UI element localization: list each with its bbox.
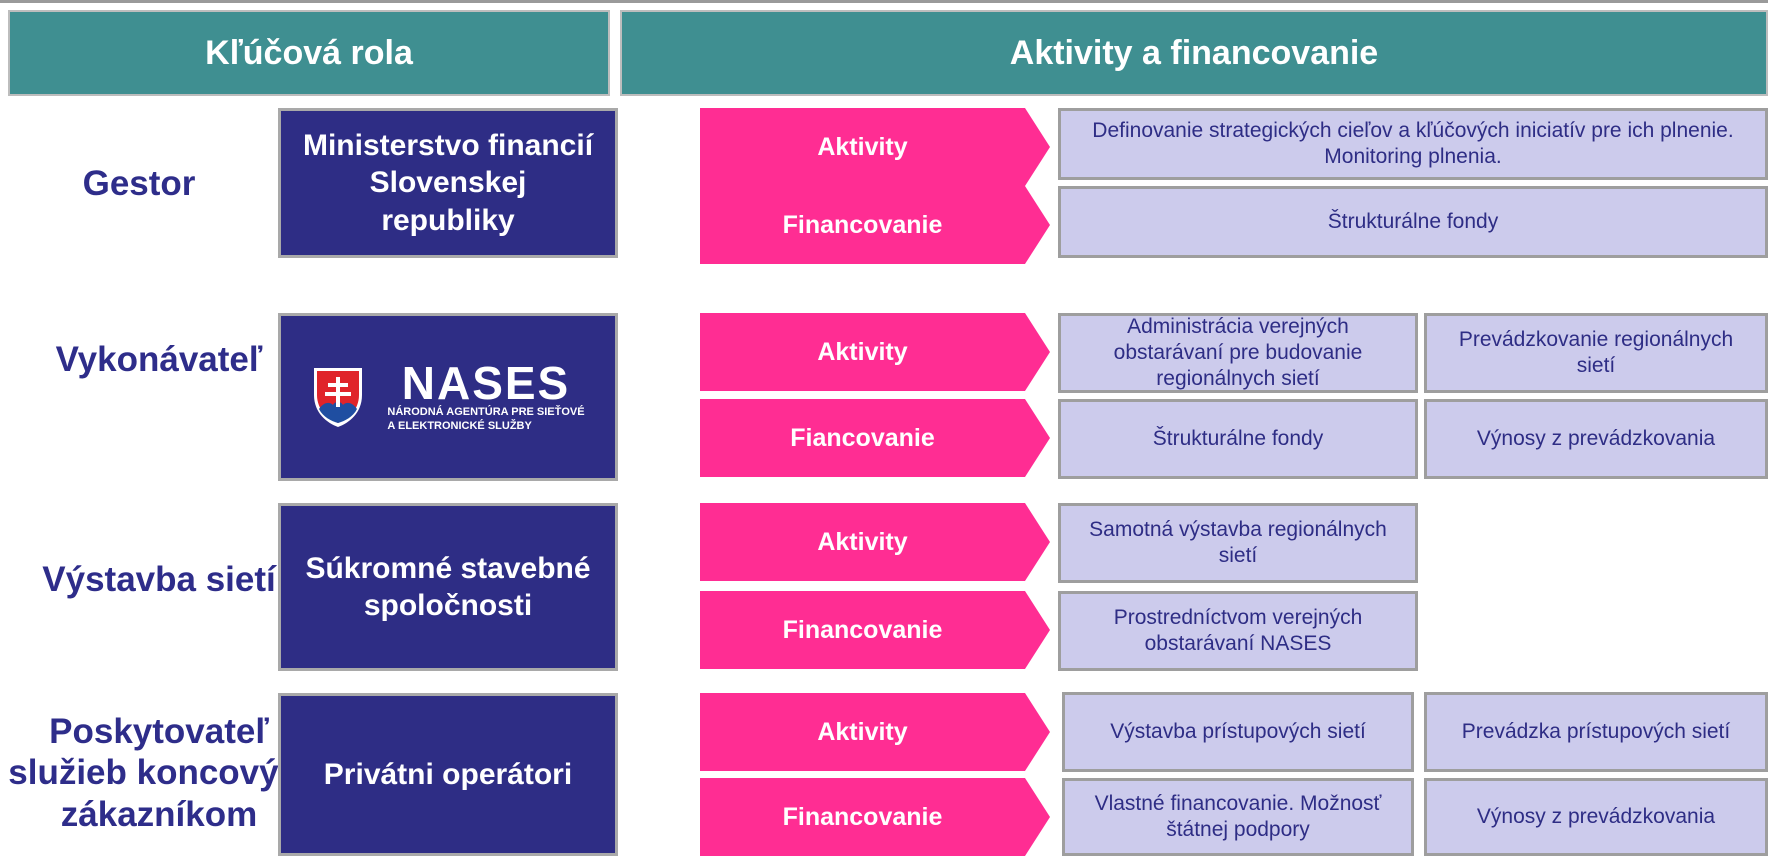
role-gestor: Gestor bbox=[0, 110, 278, 257]
arrow-shape bbox=[700, 108, 1050, 186]
org-label: Ministerstvo financií Slovenskej republi… bbox=[302, 128, 594, 237]
box-aktivity: Prevádzkovanie regionálnych sietí bbox=[1424, 313, 1768, 393]
box-financovanie: Štrukturálne fondy bbox=[1058, 186, 1768, 258]
box-text: Prostredníctvom verejných obstarávaní NA… bbox=[1113, 605, 1363, 655]
arrow-aktivity: Aktivity bbox=[700, 313, 1050, 391]
arrow-aktivity: Aktivity bbox=[700, 108, 1050, 186]
box-aktivity: Definovanie strategických cieľov a kľúčo… bbox=[1058, 108, 1768, 180]
box-aktivity: Administrácia verejných obstarávaní pre … bbox=[1058, 313, 1418, 393]
arrow-aktivity: Aktivity bbox=[700, 503, 1050, 581]
arrow-label: Fiancovanie bbox=[790, 423, 935, 452]
org-stavebne: Súkromné stavebné spoločnosti bbox=[278, 503, 618, 671]
arrow-label: Aktivity bbox=[817, 337, 908, 366]
box-text: Vlastné financovanie. Možnosť štátnej po… bbox=[1094, 791, 1382, 841]
arrow-shape bbox=[700, 693, 1050, 771]
box-text: Prevádzkovanie regionálnych sietí bbox=[1458, 327, 1734, 377]
nases-line1: NÁRODNÁ AGENTÚRA PRE SIEŤOVÉ bbox=[387, 406, 585, 419]
arrow-shape bbox=[700, 591, 1050, 669]
arrow-label: Aktivity bbox=[817, 717, 908, 746]
role-vystavba: Výstavba sietí bbox=[0, 520, 318, 640]
org-nases: NASES NÁRODNÁ AGENTÚRA PRE SIEŤOVÉ A ELE… bbox=[278, 313, 618, 481]
box-text: Prevádzka prístupových sietí bbox=[1461, 719, 1731, 743]
box-aktivity: Výstavba prístupových sietí bbox=[1062, 692, 1414, 772]
role-label: Gestor bbox=[82, 163, 196, 203]
nases-line2: A ELEKTRONICKÉ SLUŽBY bbox=[387, 420, 532, 432]
box-financovanie: Vlastné financovanie. Možnosť štátnej po… bbox=[1062, 778, 1414, 856]
arrow-financovanie: Fiancovanie bbox=[700, 399, 1050, 477]
nases-wordmark: NASES NÁRODNÁ AGENTÚRA PRE SIEŤOVÉ A ELE… bbox=[387, 360, 584, 434]
role-poskytovatel: Poskytovateľ služieb koncovým zákazníkom bbox=[0, 690, 318, 856]
header-activities: Aktivity a financovanie bbox=[620, 10, 1768, 96]
box-aktivity: Prevádzka prístupových sietí bbox=[1424, 692, 1768, 772]
role-label: Poskytovateľ služieb koncovým zákazníkom bbox=[8, 712, 310, 834]
arrow-aktivity: Aktivity bbox=[700, 693, 1050, 771]
role-vykonavatel: Vykonávateľ bbox=[0, 300, 318, 420]
nases-name: NASES bbox=[401, 357, 571, 410]
arrow-label: Financovanie bbox=[782, 615, 943, 644]
box-text: Výnosy z prevádzkovania bbox=[1476, 804, 1716, 828]
arrow-shape bbox=[700, 313, 1050, 391]
org-ministerstvo: Ministerstvo financií Slovenskej republi… bbox=[278, 108, 618, 258]
arrow-label: Financovanie bbox=[782, 802, 943, 831]
box-text: Samotná výstavba regionálnych sietí bbox=[1089, 517, 1387, 567]
header-key-role: Kľúčová rola bbox=[8, 10, 610, 96]
role-label: Výstavba sietí bbox=[42, 560, 276, 600]
arrow-shape bbox=[700, 399, 1050, 477]
box-financovanie: Štrukturálne fondy bbox=[1058, 399, 1418, 479]
org-label: Privátni operátori bbox=[323, 757, 573, 791]
arrow-financovanie: Financovanie bbox=[700, 591, 1050, 669]
header-key-role-text: Kľúčová rola bbox=[205, 33, 413, 72]
box-text: Výnosy z prevádzkovania bbox=[1476, 426, 1716, 450]
org-privatni-operatori: Privátni operátori bbox=[278, 693, 618, 856]
arrow-label: Aktivity bbox=[817, 132, 908, 161]
header-activities-text: Aktivity a financovanie bbox=[1009, 33, 1379, 72]
box-financovanie: Výnosy z prevádzkovania bbox=[1424, 399, 1768, 479]
role-label: Vykonávateľ bbox=[55, 340, 263, 380]
box-text: Štrukturálne fondy bbox=[1327, 209, 1499, 233]
arrow-label: Aktivity bbox=[817, 527, 908, 556]
box-financovanie: Výnosy z prevádzkovania bbox=[1424, 778, 1768, 856]
slovak-coat-of-arms-icon bbox=[314, 368, 363, 427]
box-text: Výstavba prístupových sietí bbox=[1110, 719, 1366, 743]
box-financovanie: Prostredníctvom verejných obstarávaní NA… bbox=[1058, 591, 1418, 671]
top-divider bbox=[0, 0, 1768, 3]
arrow-financovanie: Financovanie bbox=[700, 778, 1050, 856]
box-text: Administrácia verejných obstarávaní pre … bbox=[1113, 314, 1363, 391]
arrow-label: Financovanie bbox=[782, 210, 943, 239]
box-text: Definovanie strategických cieľov a kľúčo… bbox=[1092, 118, 1734, 168]
box-aktivity: Samotná výstavba regionálnych sietí bbox=[1058, 503, 1418, 583]
arrow-shape bbox=[700, 503, 1050, 581]
nases-logo: NASES NÁRODNÁ AGENTÚRA PRE SIEŤOVÉ A ELE… bbox=[311, 360, 585, 434]
box-text: Štrukturálne fondy bbox=[1152, 426, 1324, 450]
arrow-shape bbox=[700, 186, 1050, 264]
org-label: Súkromné stavebné spoločnosti bbox=[305, 551, 591, 623]
arrow-financovanie: Financovanie bbox=[700, 186, 1050, 264]
arrow-shape bbox=[700, 778, 1050, 856]
